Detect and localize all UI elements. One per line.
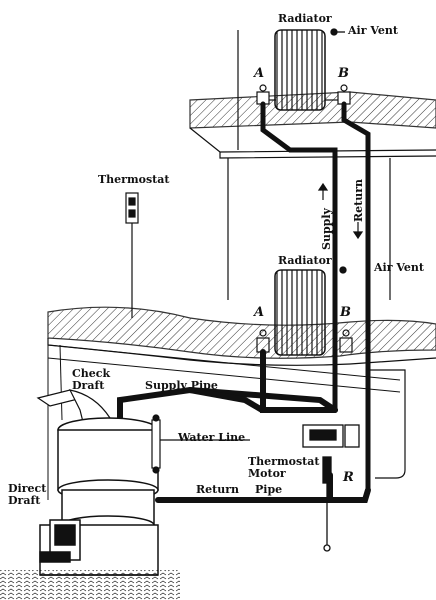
upper-radiator <box>274 28 345 111</box>
upper-valve-a-label: A <box>254 66 265 81</box>
upper-valve-b <box>325 84 351 105</box>
upper-air-vent-label: Air Vent <box>348 24 398 37</box>
r-label: R <box>343 470 354 485</box>
return-loop <box>368 369 406 479</box>
lower-radiator-label: Radiator <box>278 254 332 267</box>
upper-valve-a <box>256 84 276 105</box>
supply-vertical-label: Supply <box>320 208 333 250</box>
pipe-label: Pipe <box>255 483 283 496</box>
return-label: Return <box>196 483 240 496</box>
upper-piping <box>260 101 371 493</box>
flow-arrows <box>317 182 364 240</box>
return-vertical-label: Return <box>352 178 365 222</box>
water-line-label: Water Line <box>178 431 246 444</box>
upper-radiator-label: Radiator <box>278 12 332 25</box>
direct-draft-label: Direct Draft <box>8 482 47 507</box>
lower-air-vent-label: Air Vent <box>374 261 424 274</box>
basement-ceiling <box>47 344 401 500</box>
thermostat-device <box>125 192 139 318</box>
thermostat-motor-label: Thermostat Motor <box>248 455 320 480</box>
lower-valve-a-label: A <box>254 305 265 320</box>
upper-valve-b-label: B <box>338 66 349 81</box>
thermostat-motor-device <box>302 424 360 552</box>
supply-pipe-run <box>117 349 338 433</box>
thermostat-label: Thermostat <box>98 173 170 186</box>
check-draft-label: Check Draft <box>72 367 111 392</box>
supply-pipe-label: Supply Pipe <box>145 379 218 392</box>
water-gauge <box>151 414 250 474</box>
ground <box>0 570 180 600</box>
boiler <box>39 417 159 576</box>
wall-block <box>227 30 391 300</box>
lower-floor <box>47 306 436 366</box>
lower-valve-b-label: B <box>340 305 351 320</box>
